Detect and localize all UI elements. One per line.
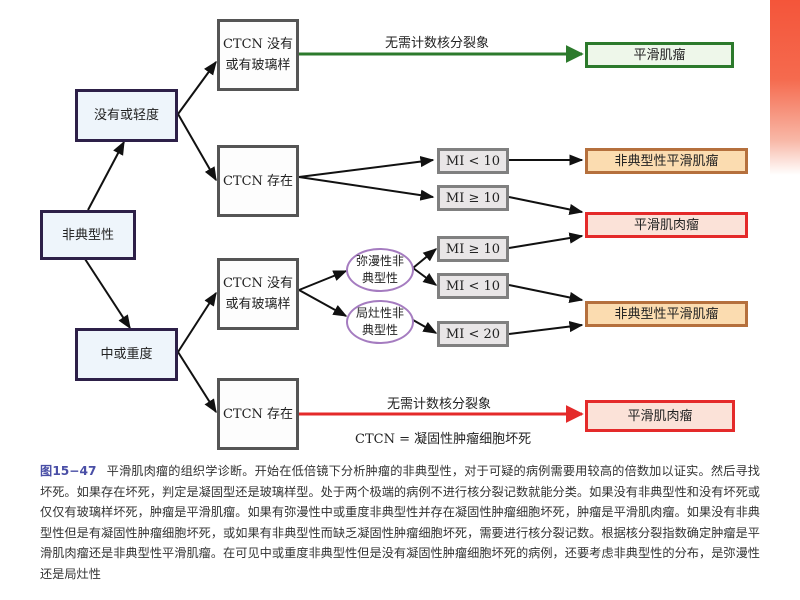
node-mi-ge10-mild: MI ≥ 10: [437, 185, 509, 211]
node-mi-lt10-mild: MI < 10: [437, 148, 509, 174]
ctcn-present-mild-label: CTCN 存在: [222, 173, 294, 189]
mi-ge10-diffuse-label: MI ≥ 10: [445, 241, 501, 257]
outcome-leiomyosarcoma-2: 平滑肌肉瘤: [585, 400, 735, 432]
edge-diffuse-to-mi-ge10: [412, 248, 438, 269]
mi-lt10-mild-label: MI < 10: [445, 153, 501, 169]
edge-mi-ge10-to-sarcoma-2: [508, 232, 584, 249]
node-focal-atypia: 局灶性非 典型性: [346, 300, 414, 344]
outcome-leiomyoma-label: 平滑肌瘤: [633, 47, 686, 63]
outcome-sarcoma-1-label: 平滑肌肉瘤: [633, 217, 699, 233]
outcome-atypical-2-label: 非典型性平滑肌瘤: [614, 306, 719, 322]
edge-mi-ge10-to-sarcoma: [508, 196, 584, 215]
node-mi-lt20-focal: MI < 20: [437, 321, 509, 347]
ctcn-absent-mild-label: CTCN 没有 或有玻璃样: [222, 37, 294, 73]
outcome-atypical-1-label: 非典型性平滑肌瘤: [614, 153, 719, 169]
node-moderate-severe-atypia: 中或重度: [75, 328, 178, 381]
figure-number: 图15−47: [40, 464, 97, 478]
mi-lt20-focal-label: MI < 20: [445, 326, 501, 342]
node-ctcn-present-mild: CTCN 存在: [217, 145, 299, 217]
node-mild-atypia: 没有或轻度: [75, 89, 178, 142]
edge-ctcn-to-mi-ge10: [298, 176, 435, 201]
ctcn-legend: CTCN = 凝固性肿瘤细胞坏死: [355, 432, 532, 447]
edge-mild-to-ctcn-absent: [177, 60, 217, 115]
ctcn-absent-severe-label: CTCN 没有 或有玻璃样: [222, 276, 294, 312]
node-severe-label: 中或重度: [100, 347, 153, 362]
chapter-tab: [770, 0, 800, 175]
flowchart-connectors: [84, 45, 584, 423]
node-mi-ge10-diffuse: MI ≥ 10: [437, 236, 509, 262]
node-mild-label: 没有或轻度: [93, 108, 159, 123]
node-ctcn-absent-mild: CTCN 没有 或有玻璃样: [217, 19, 299, 91]
ctcn-present-severe-label: CTCN 存在: [222, 406, 294, 422]
outcome-atypical-leiomyoma-1: 非典型性平滑肌瘤: [585, 148, 748, 174]
focal-atypia-label: 局灶性非 典型性: [355, 306, 404, 337]
edge-mild-to-ctcn-present: [177, 113, 217, 182]
edge-focal-to-mi-lt20: [412, 319, 438, 334]
diffuse-atypia-label: 弥漫性非 典型性: [355, 254, 404, 285]
caption-text: 平滑肌肉瘤的组织学诊断。开始在低倍镜下分析肿瘤的非典型性，对于可疑的病例需要用较…: [40, 464, 760, 581]
node-atypia-label: 非典型性: [61, 227, 114, 243]
edge-diffuse-to-mi-lt10: [412, 267, 438, 286]
edge-label-no-count-top: 无需计数核分裂象: [385, 36, 490, 51]
node-diffuse-atypia: 弥漫性非 典型性: [346, 248, 414, 292]
node-ctcn-present-severe: CTCN 存在: [217, 378, 299, 450]
outcome-sarcoma-2-label: 平滑肌肉瘤: [627, 408, 693, 424]
outcome-atypical-leiomyoma-2: 非典型性平滑肌瘤: [585, 301, 748, 327]
edge-severe-to-ctcn-absent: [177, 291, 217, 353]
edge-mi-lt10-to-atypical-2: [508, 284, 584, 303]
edge-ctcn-to-diffuse: [298, 270, 348, 291]
edge-ctcn-to-mi-lt10: [298, 156, 435, 178]
edge-mi-lt20-to-atypical-2: [508, 320, 584, 335]
mi-lt10-diffuse-label: MI < 10: [445, 278, 501, 294]
node-ctcn-absent-severe: CTCN 没有 或有玻璃样: [217, 258, 299, 330]
node-mi-lt10-diffuse: MI < 10: [437, 273, 509, 299]
edge-label-no-count-bottom: 无需计数核分裂象: [387, 397, 492, 412]
edge-ctcn-to-focal: [298, 289, 348, 317]
node-atypia: 非典型性: [40, 210, 136, 260]
mi-ge10-mild-label: MI ≥ 10: [445, 190, 501, 206]
edge-root-to-severe: [84, 258, 131, 330]
edge-severe-to-ctcn-present: [177, 351, 217, 414]
edge-root-to-mild: [87, 140, 125, 211]
outcome-leiomyoma: 平滑肌瘤: [585, 42, 734, 68]
outcome-leiomyosarcoma-1: 平滑肌肉瘤: [585, 212, 748, 238]
